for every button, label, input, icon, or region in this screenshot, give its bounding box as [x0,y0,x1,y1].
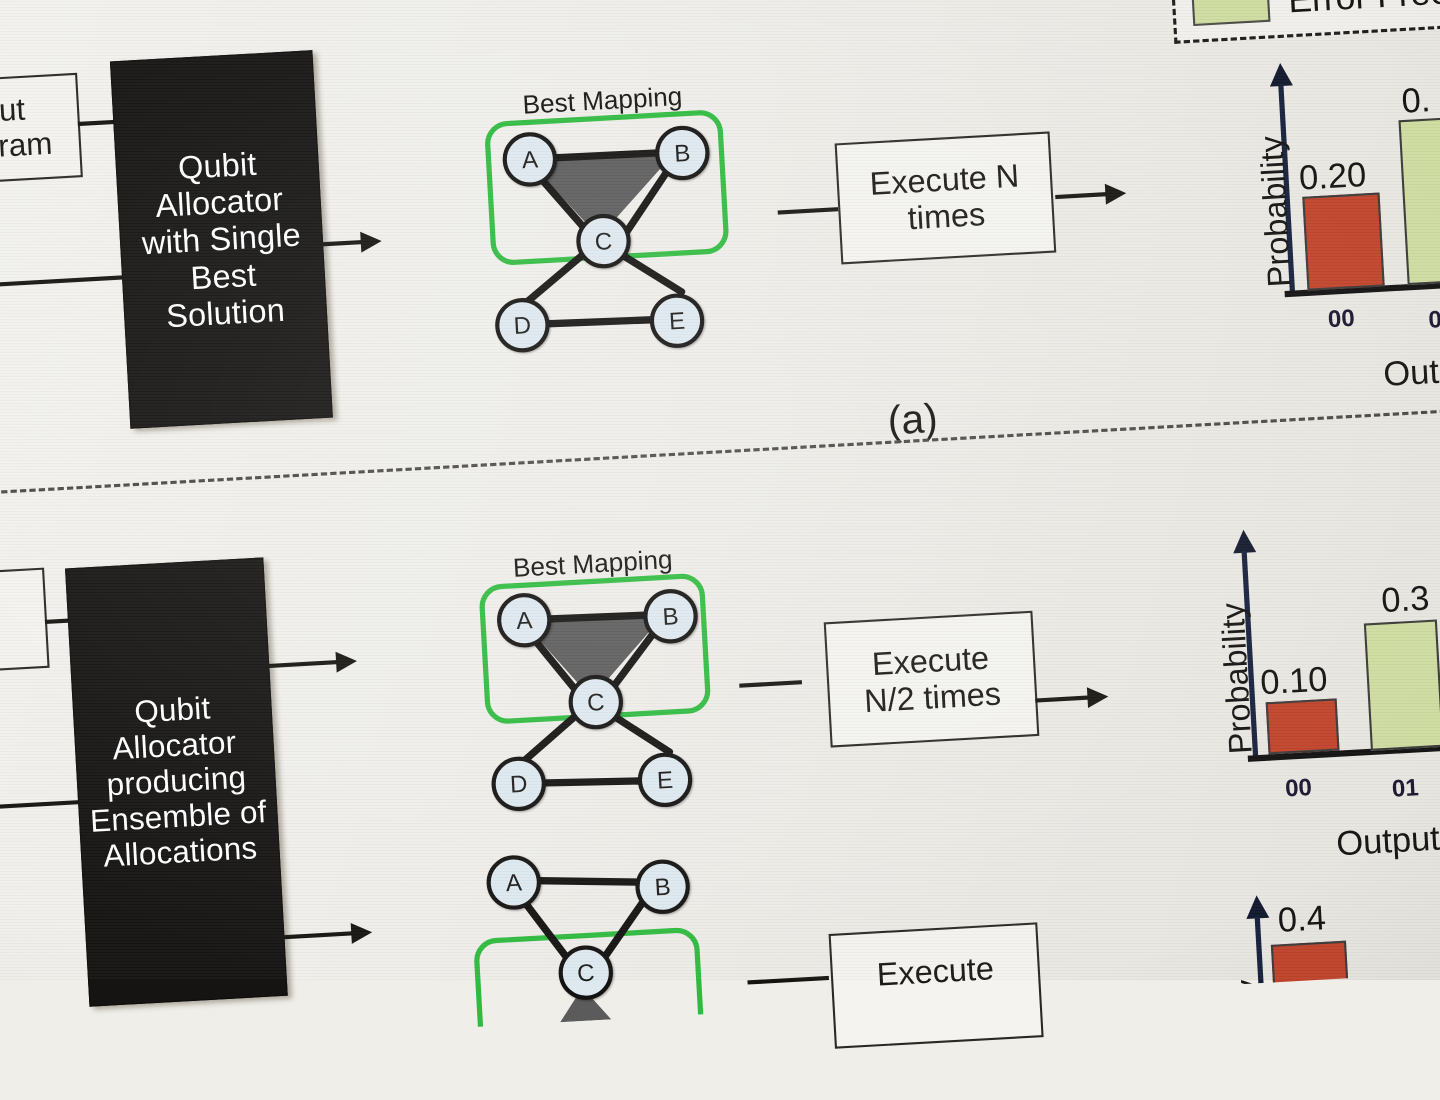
connector-allocator-to-graph2-b [282,931,356,940]
best-mapping-graph-a: Best Mapping A B C D E [468,81,754,357]
probability-chart-b2: ty 0.4 [1193,875,1440,987]
allocator-line5: Solution [165,290,286,335]
qubit-allocator-box-b: Qubit Allocator producing Ensemble of Al… [65,557,288,1007]
allocator-line4: Best [189,255,258,297]
y-axis-b2 [1254,916,1265,987]
execute-line1: Execute N [868,157,1021,203]
arrow-allocator-to-graph-a [360,230,383,253]
x-axis-label-a: Outp [1382,350,1440,394]
arrow-allocator-to-graph2-b [350,921,373,944]
input-program-line2: Program [0,126,54,168]
execute-b2-line1: Execute [875,949,995,993]
bar-label-00-b1: 0.10 [1259,659,1329,702]
tick-label-01-a: 01 [1427,304,1440,334]
allocator-b-line5: Allocations [102,830,259,874]
input-program-line1: Input [0,92,27,131]
connector-execute-to-chart-b [1035,695,1094,703]
connector-device-to-allocator-a [0,274,141,293]
connector-graph-to-execute-a [777,207,839,215]
bar-label-00-b2: 0.4 [1276,897,1327,940]
y-axis-label-a: Probability [1252,135,1298,289]
arrow-execute-to-chart-b [1086,686,1109,709]
connector-allocator-to-graph-a [320,239,366,247]
bar-label-00-a: 0.20 [1298,154,1368,197]
arrow-allocator-to-graph1-b [335,650,358,673]
x-axis-label-b1: Output c [1335,817,1440,863]
triangle-fill-a [525,149,678,238]
qubit-allocator-box-a: Qubit Allocator with Single Best Solutio… [109,50,333,429]
connector-allocator-to-graph1-b [267,659,341,669]
legend-swatch-error-free [1191,0,1271,27]
execute-b1-line2: N/2 times [863,675,1002,720]
bar-01-a [1398,115,1440,286]
allocator-line1: Qubit [177,145,258,187]
probability-chart-b1: Probability 0.10 00 0.3 01 Output c [1172,516,1440,863]
triangle-fill-b1 [519,612,667,699]
best-mapping-graph-b1: Best Mapping A B C D E [466,544,741,819]
allocator-b-line1: Qubit [133,691,212,731]
connector-graph1-to-execute-b [739,680,803,688]
bar-00-a [1302,192,1385,291]
arrow-execute-to-chart-a [1104,182,1127,205]
figure-slide: Error Free Input Program Qubit Allocator… [0,0,1440,1049]
input-program-box-b: ut am [0,567,50,677]
best-mapping-graph-b2: A B C [458,835,729,1028]
bar-00-b1 [1265,698,1340,755]
execute-box-b2: Execute [828,922,1044,1049]
input-program-box-a: Input Program [0,72,83,188]
execute-box-b1: Execute N/2 times [823,610,1040,748]
bar-label-01-b1: 0.3 [1380,578,1431,620]
y-axis-label-b1: Probability [1214,601,1260,755]
tick-label-00-a: 00 [1327,303,1356,333]
probability-chart-a: Probability 0.20 00 0. 01 Outp [1209,48,1440,393]
tick-label-01-b1: 01 [1391,773,1420,802]
tick-label-00-b1: 00 [1284,773,1313,802]
legend-label-error-free: Error Free [1287,0,1440,21]
execute-line2: times [906,195,987,237]
allocator-line3: with Single [141,216,302,263]
bar-label-01-a: 0. [1400,79,1432,121]
bar-01-b1 [1363,619,1440,751]
connector-graph2-to-execute-b [747,975,830,985]
chart-legend: Error Free [1170,0,1440,44]
execute-box-a: Execute N times [834,131,1057,265]
